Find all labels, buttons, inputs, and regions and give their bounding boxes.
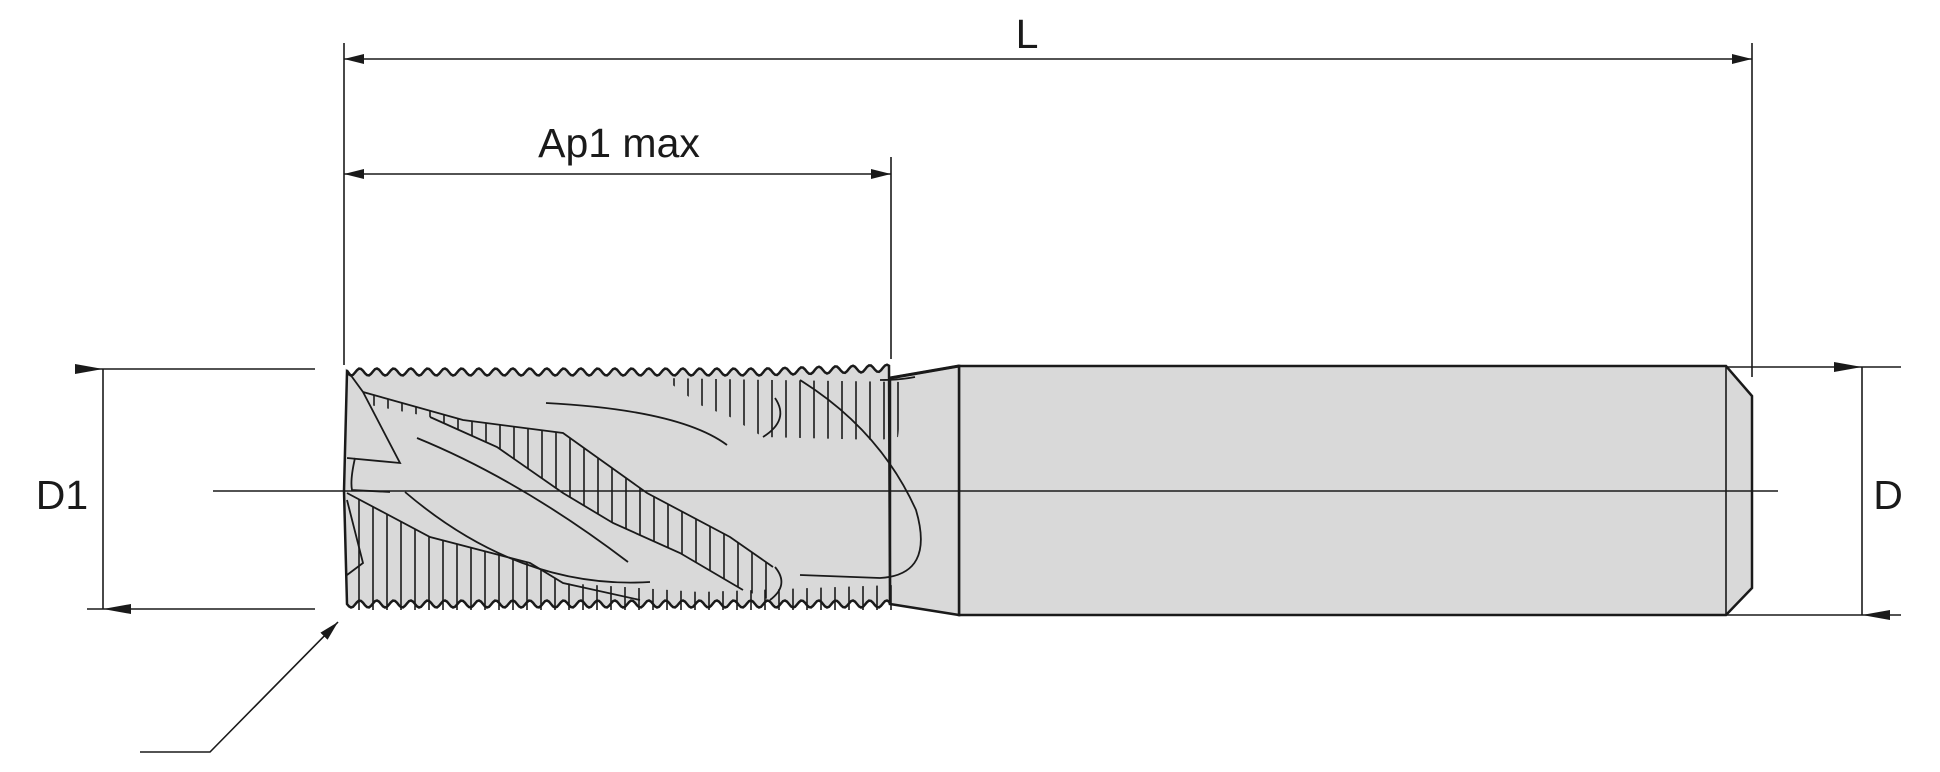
label-D: D [1873,472,1903,518]
cutting-section [342,363,892,609]
dimension-L: L [344,11,1752,64]
dimension-ap1-max: Ap1 max [344,120,891,179]
corner-leader-arrow [140,621,339,753]
dimension-D: D [1834,362,1903,620]
flute-lines [346,369,922,601]
label-ap1-max: Ap1 max [538,120,700,166]
end-mill-tool [342,363,1754,617]
label-L: L [1016,11,1039,57]
label-D1: D1 [36,472,88,518]
dimension-D1: D1 [36,364,131,614]
